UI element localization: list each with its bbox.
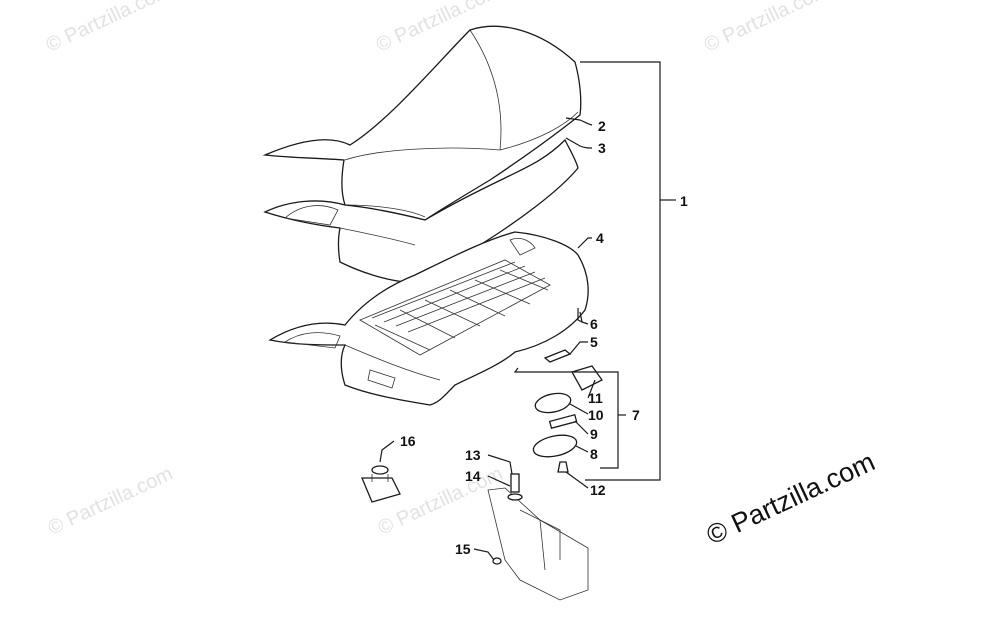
seat-foam (263, 138, 579, 283)
callout-3: 3 (598, 140, 606, 156)
watermark: © Partzilla.com (701, 0, 832, 57)
callout-15: 15 (455, 541, 471, 557)
striker-bracket (487, 473, 589, 601)
callout-4: 4 (596, 230, 604, 246)
callout-11: 11 (588, 390, 603, 406)
callout-9: 9 (590, 426, 598, 442)
callout-12: 12 (590, 482, 606, 498)
latch-hook (571, 365, 603, 391)
watermark: © Partzilla.com (375, 463, 506, 540)
leader-lines (379, 61, 676, 561)
watermark: © Partzilla.com (45, 463, 176, 540)
callout-2: 2 (598, 118, 606, 134)
callout-5: 5 (590, 334, 598, 350)
seat-bumper (361, 465, 401, 503)
callout-1: 1 (680, 193, 688, 209)
callout-7: 7 (632, 407, 640, 423)
seat-base (268, 231, 589, 406)
callout-10: 10 (588, 407, 604, 423)
latch-assembly (532, 365, 603, 473)
callouts: 1 2 3 4 5 6 7 8 9 10 11 12 13 14 15 16 (400, 118, 688, 557)
watermark: © Partzilla.com (43, 0, 174, 57)
latch-gasket (548, 413, 578, 430)
callout-6: 6 (590, 316, 598, 332)
callout-14: 14 (465, 468, 481, 484)
brand-watermark: © Partzilla.com (702, 446, 880, 550)
latch-screw (557, 461, 569, 473)
seat-bracket (543, 349, 572, 363)
latch-plate (534, 392, 572, 414)
callout-8: 8 (590, 446, 598, 462)
seat-cover (262, 25, 582, 221)
callout-16: 16 (400, 433, 416, 449)
callout-13: 13 (465, 447, 481, 463)
seat-pin (577, 308, 583, 323)
latch-housing (532, 434, 578, 458)
